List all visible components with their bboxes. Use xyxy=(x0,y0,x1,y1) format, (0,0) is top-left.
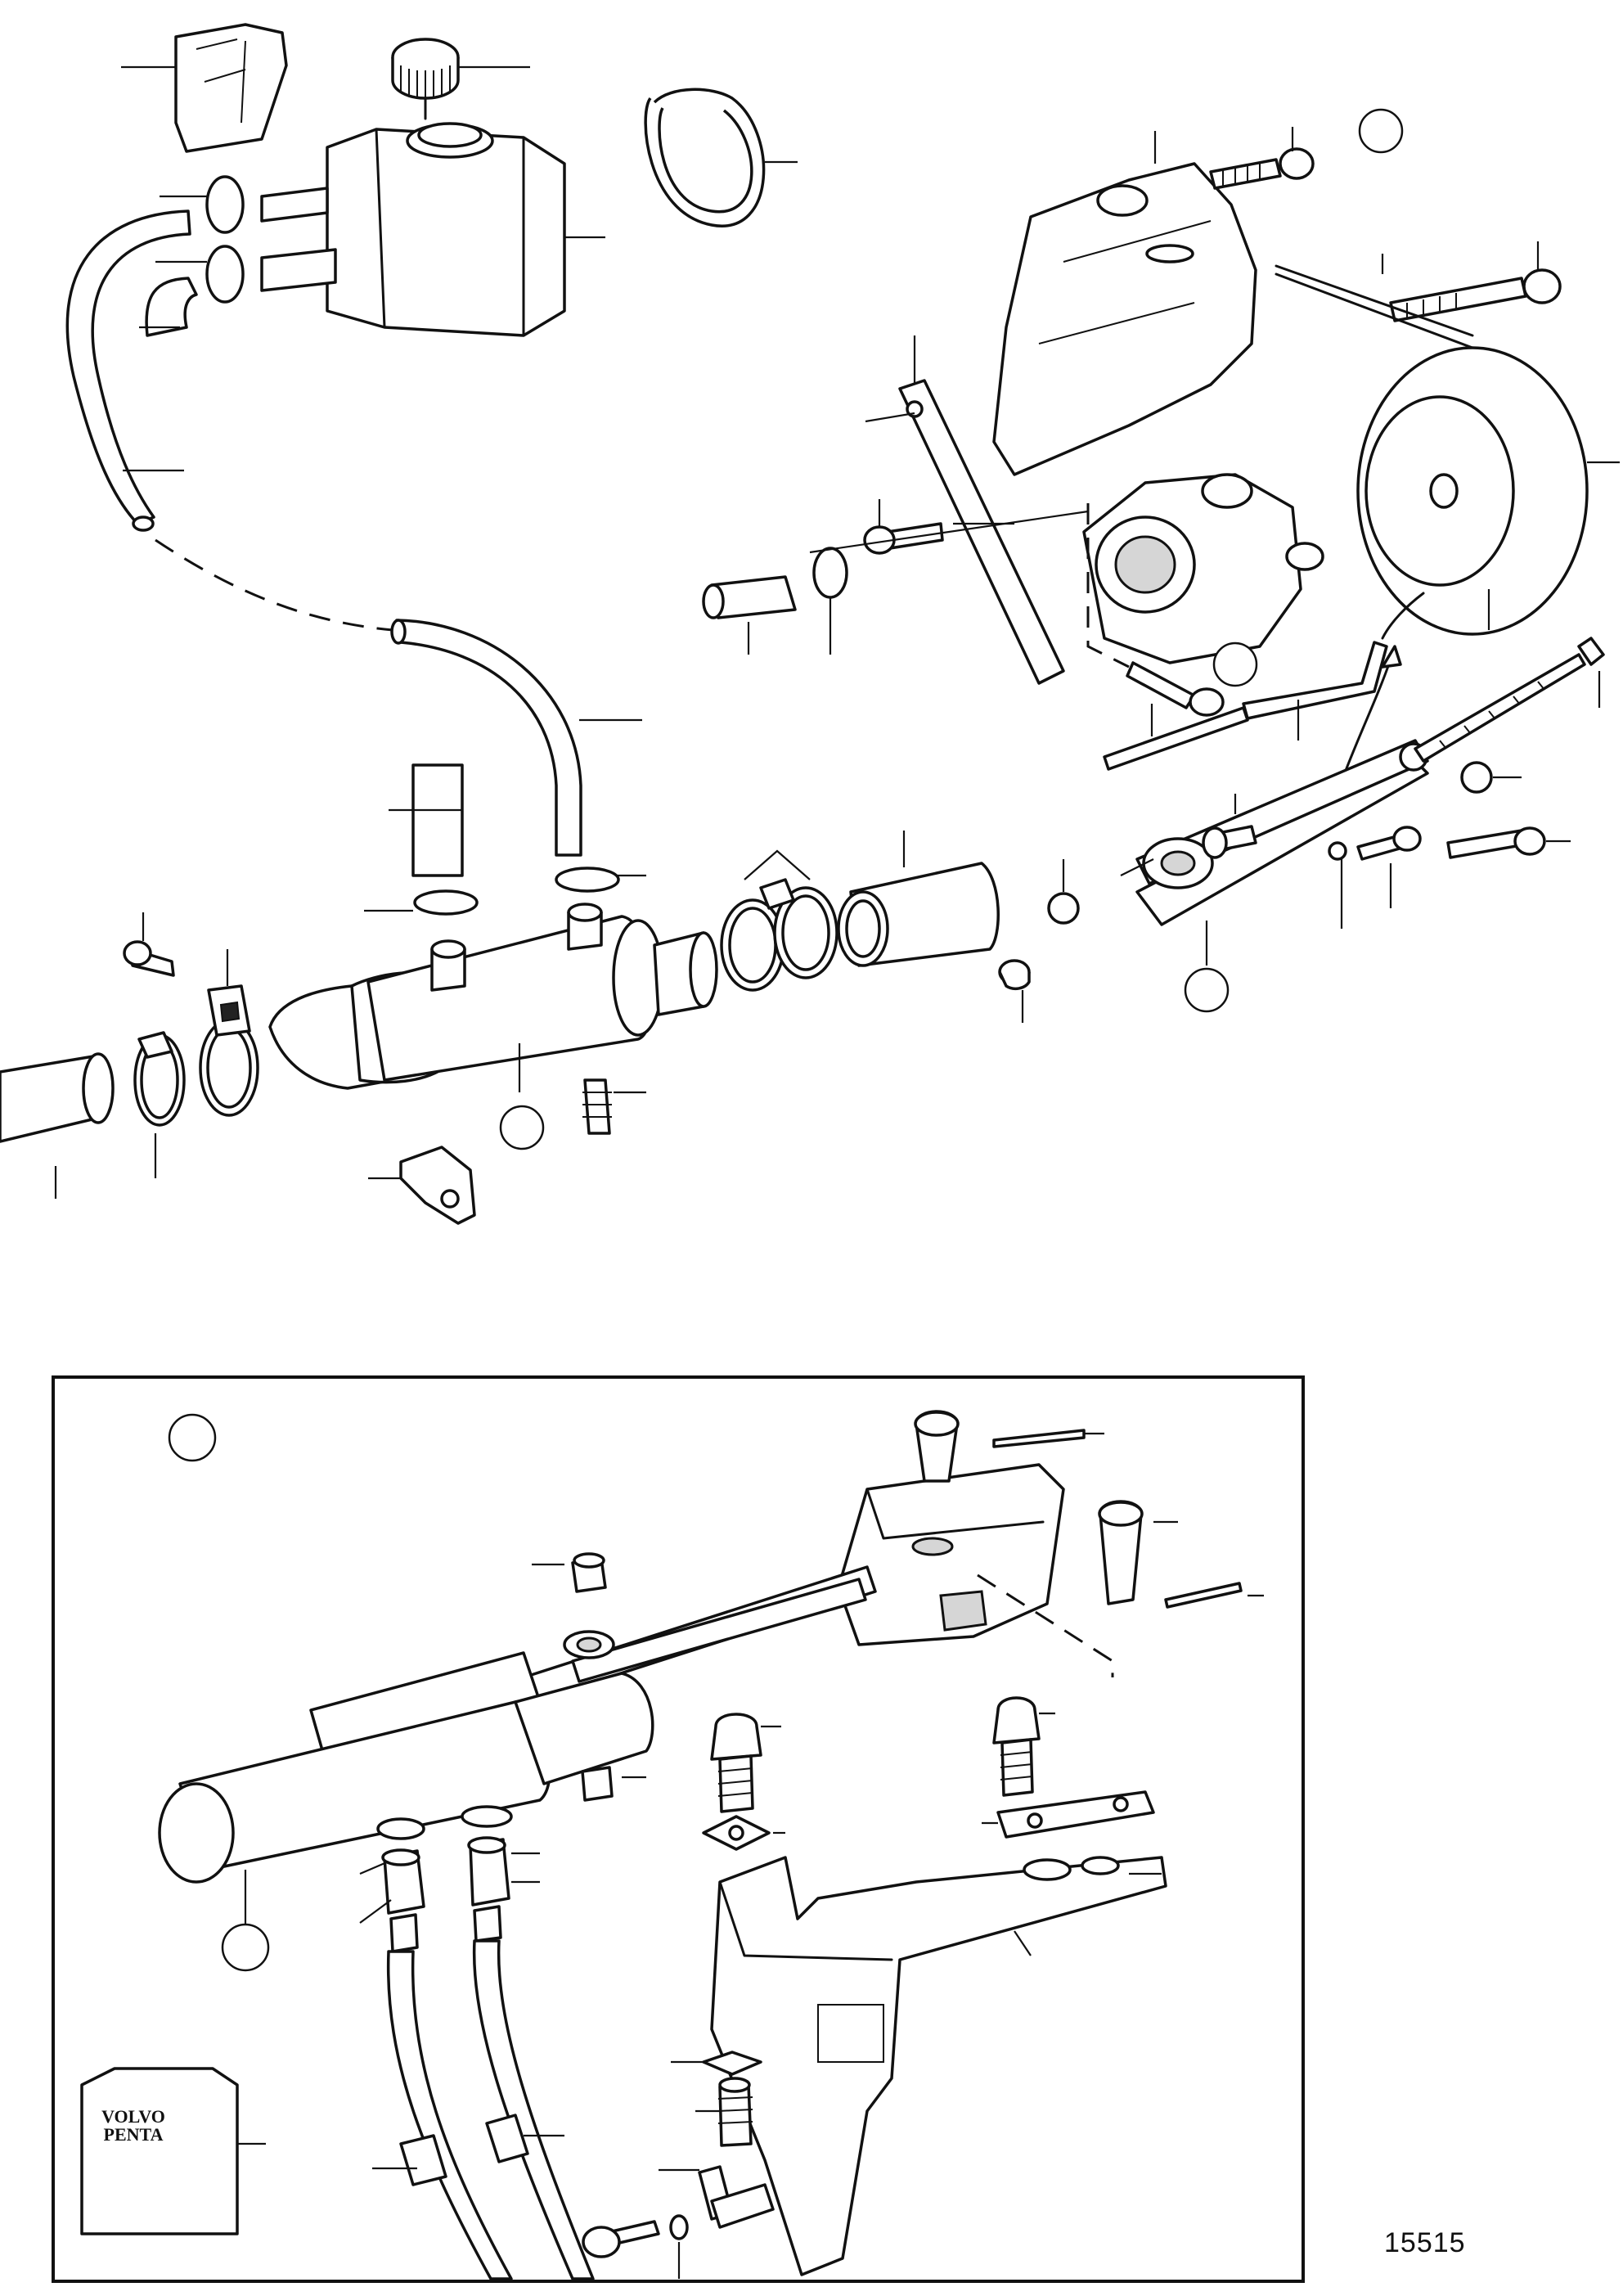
inset-frame xyxy=(52,1375,1305,2283)
callout-circle-arm xyxy=(1184,967,1230,1013)
logo-line-1: VOLVO xyxy=(101,2106,165,2127)
hose-route-dashed xyxy=(155,538,393,632)
cooler-outlet xyxy=(720,831,1000,992)
drawing-number: 15515 xyxy=(1384,2227,1466,2258)
oil-cooler xyxy=(268,867,718,1150)
callout-circle-pump xyxy=(1212,642,1258,687)
reservoir-assembly xyxy=(65,23,605,532)
logo-text: VOLVO PENTA xyxy=(88,2108,178,2144)
tension-arm xyxy=(998,637,1605,1023)
callout-circle-inset xyxy=(168,1413,217,1462)
logo-line-2: PENTA xyxy=(103,2124,164,2145)
mounting-bracket xyxy=(582,1696,1167,2279)
steering-cylinder xyxy=(158,1410,1264,2280)
callout-circle-cooler xyxy=(499,1105,545,1150)
volvo-penta-logo xyxy=(80,2067,266,2235)
callout-circle-cylinder xyxy=(221,1923,270,1972)
reservoir-bracket xyxy=(174,23,288,153)
feed-hose xyxy=(389,619,642,877)
reservoir-tank xyxy=(326,128,566,337)
callout-circle-top-right xyxy=(1358,108,1404,154)
cooler-clamps xyxy=(0,912,476,1225)
return-hose xyxy=(65,209,191,525)
circlip xyxy=(644,88,798,227)
pump-assembly xyxy=(702,108,1620,783)
